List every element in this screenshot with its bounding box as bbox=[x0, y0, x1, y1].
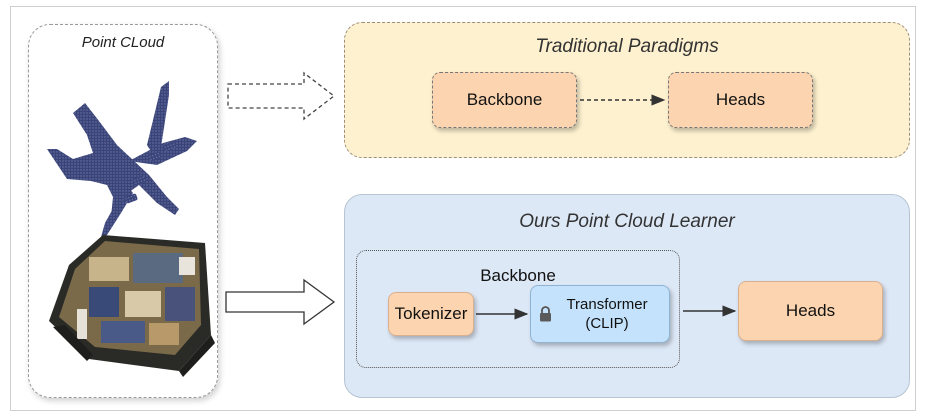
ours-heads-box: Heads bbox=[738, 281, 883, 341]
tokenizer-box: Tokenizer bbox=[388, 292, 474, 336]
ours-point-cloud-learner-title: Ours Point Cloud Learner bbox=[519, 211, 735, 232]
traditional-paradigms-title: Traditional Paradigms bbox=[535, 36, 719, 57]
transformer-label: Transformer bbox=[566, 296, 648, 313]
point-cloud-title: Point CLoud bbox=[81, 34, 165, 51]
ours-backbone-group: Backbone bbox=[356, 250, 680, 368]
traditional-backbone-box: Backbone bbox=[432, 72, 577, 128]
point-cloud-images bbox=[47, 81, 215, 377]
clip-label: (CLIP) bbox=[585, 315, 629, 332]
point-cloud-panel: Point CLoud bbox=[28, 24, 218, 398]
lock-icon bbox=[540, 306, 551, 322]
transformer-clip-box: Transformer (CLIP) bbox=[530, 285, 670, 343]
traditional-heads-box: Heads bbox=[668, 72, 813, 128]
dashed-hollow-arrow bbox=[227, 71, 336, 121]
airplane-point-cloud-image bbox=[47, 81, 197, 237]
figure-frame bbox=[10, 6, 916, 411]
ours-backbone-label: Backbone bbox=[480, 266, 556, 285]
solid-hollow-arrow bbox=[225, 278, 336, 326]
room-scene-point-cloud-image bbox=[49, 235, 215, 377]
